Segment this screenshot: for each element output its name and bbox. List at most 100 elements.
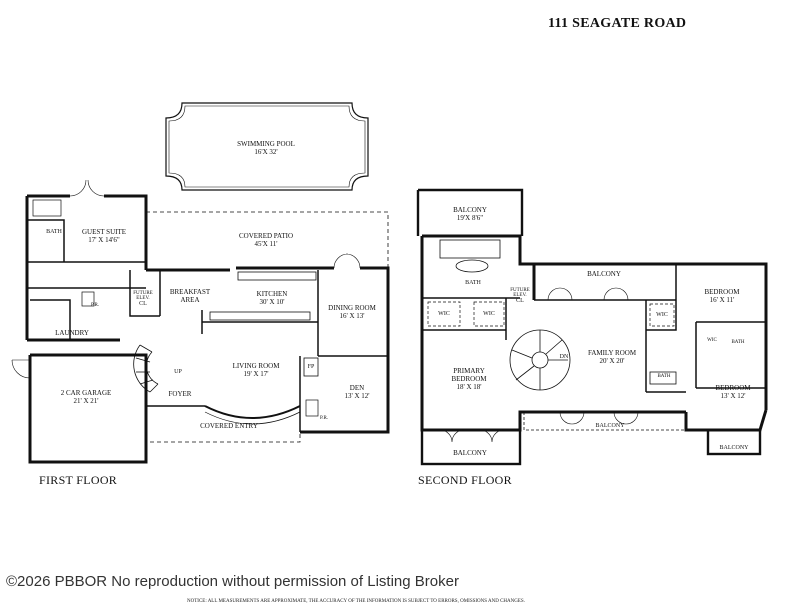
stair-up-label: UP <box>174 369 182 375</box>
second-floor-spiral-stair <box>509 329 571 391</box>
closet-label: CL <box>139 301 147 307</box>
first-floor-label: FIRST FLOOR <box>39 473 118 487</box>
room-dimensions: 16' X 11' <box>709 296 735 304</box>
room-name: SWIMMING POOL <box>237 140 295 148</box>
room-garage: 2 CAR GARAGE 21' X 21' <box>61 389 112 405</box>
room-name: COVERED ENTRY <box>200 422 258 430</box>
elevator-line1: FUTURE <box>133 291 153 296</box>
room-dimensions: 19' X 17' <box>243 370 269 378</box>
bath-label: BATH <box>731 340 745 345</box>
bath-label: BATH <box>657 374 671 379</box>
room-primary-bedroom: PRIMARY BEDROOM 18' X 18' <box>451 367 486 391</box>
elevator-line1: FUTURE <box>510 288 530 293</box>
elevator-line2: ELEV. <box>513 293 527 298</box>
room-dimensions: 20' X 20' <box>599 357 625 365</box>
stair-down-label: DN <box>559 354 569 360</box>
family-bath-tub <box>649 371 677 385</box>
room-bedroom-2: BEDROOM 13' X 12' <box>715 384 750 400</box>
dining-french-door <box>333 253 361 269</box>
kitchen-island <box>209 311 311 321</box>
primary-tub <box>455 259 489 273</box>
balcony-family-rail <box>523 412 686 431</box>
wic-label: WIC <box>656 312 668 318</box>
fireplace <box>303 357 319 377</box>
balcony-primary-outline <box>420 428 522 466</box>
balcony-top-outline <box>418 188 524 236</box>
first-floor-spiral-stair <box>133 344 159 393</box>
powder-room-label: P.R. <box>319 416 329 421</box>
room-den: DEN 13' X 12' <box>344 384 369 400</box>
room-name: FOYER <box>168 390 192 398</box>
room-balcony-bed2: BALCONY <box>719 445 749 451</box>
first-floor-walls <box>25 194 390 464</box>
room-living: LIVING ROOM 19' X 17' <box>233 362 280 378</box>
powder-room-label: P.R. <box>90 303 100 308</box>
room-name: BEDROOM <box>715 384 751 392</box>
room-name: BALCONY <box>587 270 621 278</box>
living-bay-window <box>204 405 301 419</box>
swimming-pool-outline <box>165 102 369 191</box>
fireplace-label: FP <box>307 364 315 370</box>
first-floor-interior-walls <box>27 219 388 432</box>
room-name: DINING ROOM <box>328 304 376 312</box>
room-dimensions: 16'X 32' <box>254 148 278 156</box>
guest-tub <box>32 199 62 217</box>
room-dimensions: 13' X 12' <box>344 392 370 400</box>
room-dimensions: 21' X 21' <box>73 397 99 405</box>
room-balcony-primary: BALCONY <box>453 449 487 457</box>
room-dimensions: 17' X 14'6" <box>88 236 120 244</box>
room-name-line2: AREA <box>180 296 200 304</box>
room-name: GUEST SUITE <box>81 228 127 236</box>
second-floor-label: SECOND FLOOR <box>418 473 512 487</box>
swimming-pool-inner <box>168 105 366 188</box>
room-dimensions: 45'X 11' <box>254 240 278 248</box>
wic-label: WIC <box>483 311 495 317</box>
guest-suite-french-door <box>69 179 105 197</box>
closet-label: CL <box>516 298 524 304</box>
room-dimensions: 18' X 18' <box>456 383 482 391</box>
room-name: KITCHEN <box>256 290 288 298</box>
room-name: LAUNDRY <box>55 329 89 337</box>
garage-side-door <box>11 359 31 379</box>
second-floor-walls <box>420 234 768 432</box>
room-name: COVERED PATIO <box>239 232 293 240</box>
room-kitchen: KITCHEN 30' X 10' <box>257 290 288 306</box>
room-balcony-family: BALCONY <box>595 423 625 429</box>
room-name: LIVING ROOM <box>232 362 280 370</box>
wic-label: WIC <box>438 311 450 317</box>
measurement-notice: NOTICE: ALL MEASUREMENTS ARE APPROXIMATE… <box>187 599 525 604</box>
room-dimensions: 19'X 8'6" <box>456 214 484 222</box>
covered-patio-outline <box>146 211 389 268</box>
room-name: 2 CAR GARAGE <box>60 389 112 397</box>
room-name: BALCONY <box>453 206 487 214</box>
room-balcony-mid: BALCONY <box>587 270 621 278</box>
room-name-line2: BEDROOM <box>451 375 487 383</box>
copyright-watermark: ©2026 PBBOR No reproduction without perm… <box>6 573 459 590</box>
covered-entry-outline <box>145 432 301 443</box>
room-laundry: LAUNDRY <box>55 329 89 337</box>
room-breakfast-area: BREAKFAST AREA <box>170 288 210 304</box>
room-dimensions: 13' X 12' <box>720 392 746 400</box>
room-primary-bath: BATH <box>465 280 481 287</box>
room-covered-patio: COVERED PATIO 45'X 11' <box>239 232 293 248</box>
room-dimensions: 16' X 13' <box>339 312 365 320</box>
address-title: 111 SEAGATE ROAD <box>548 16 687 31</box>
room-family: FAMILY ROOM 20' X 20' <box>588 349 636 365</box>
elevator-line2: ELEV. <box>136 296 150 301</box>
room-name: BEDROOM <box>704 288 740 296</box>
room-bedroom-1: BEDROOM 16' X 11' <box>704 288 739 304</box>
room-name: BATH <box>465 280 481 286</box>
future-elevator-second: FUTURE ELEV. CL <box>510 288 529 305</box>
room-name: DEN <box>349 384 365 392</box>
room-name: BATH <box>46 229 62 235</box>
room-dining: DINING ROOM 16' X 13' <box>328 304 376 320</box>
future-elevator-first: FUTURE ELEV. CL <box>133 291 152 308</box>
room-name: PRIMARY <box>453 367 485 375</box>
room-foyer: FOYER <box>169 390 192 398</box>
room-name: BREAKFAST <box>169 288 211 296</box>
room-covered-entry: COVERED ENTRY <box>200 422 258 430</box>
room-dimensions: 30' X 10' <box>259 298 285 306</box>
wic-label: WIC <box>707 338 717 343</box>
